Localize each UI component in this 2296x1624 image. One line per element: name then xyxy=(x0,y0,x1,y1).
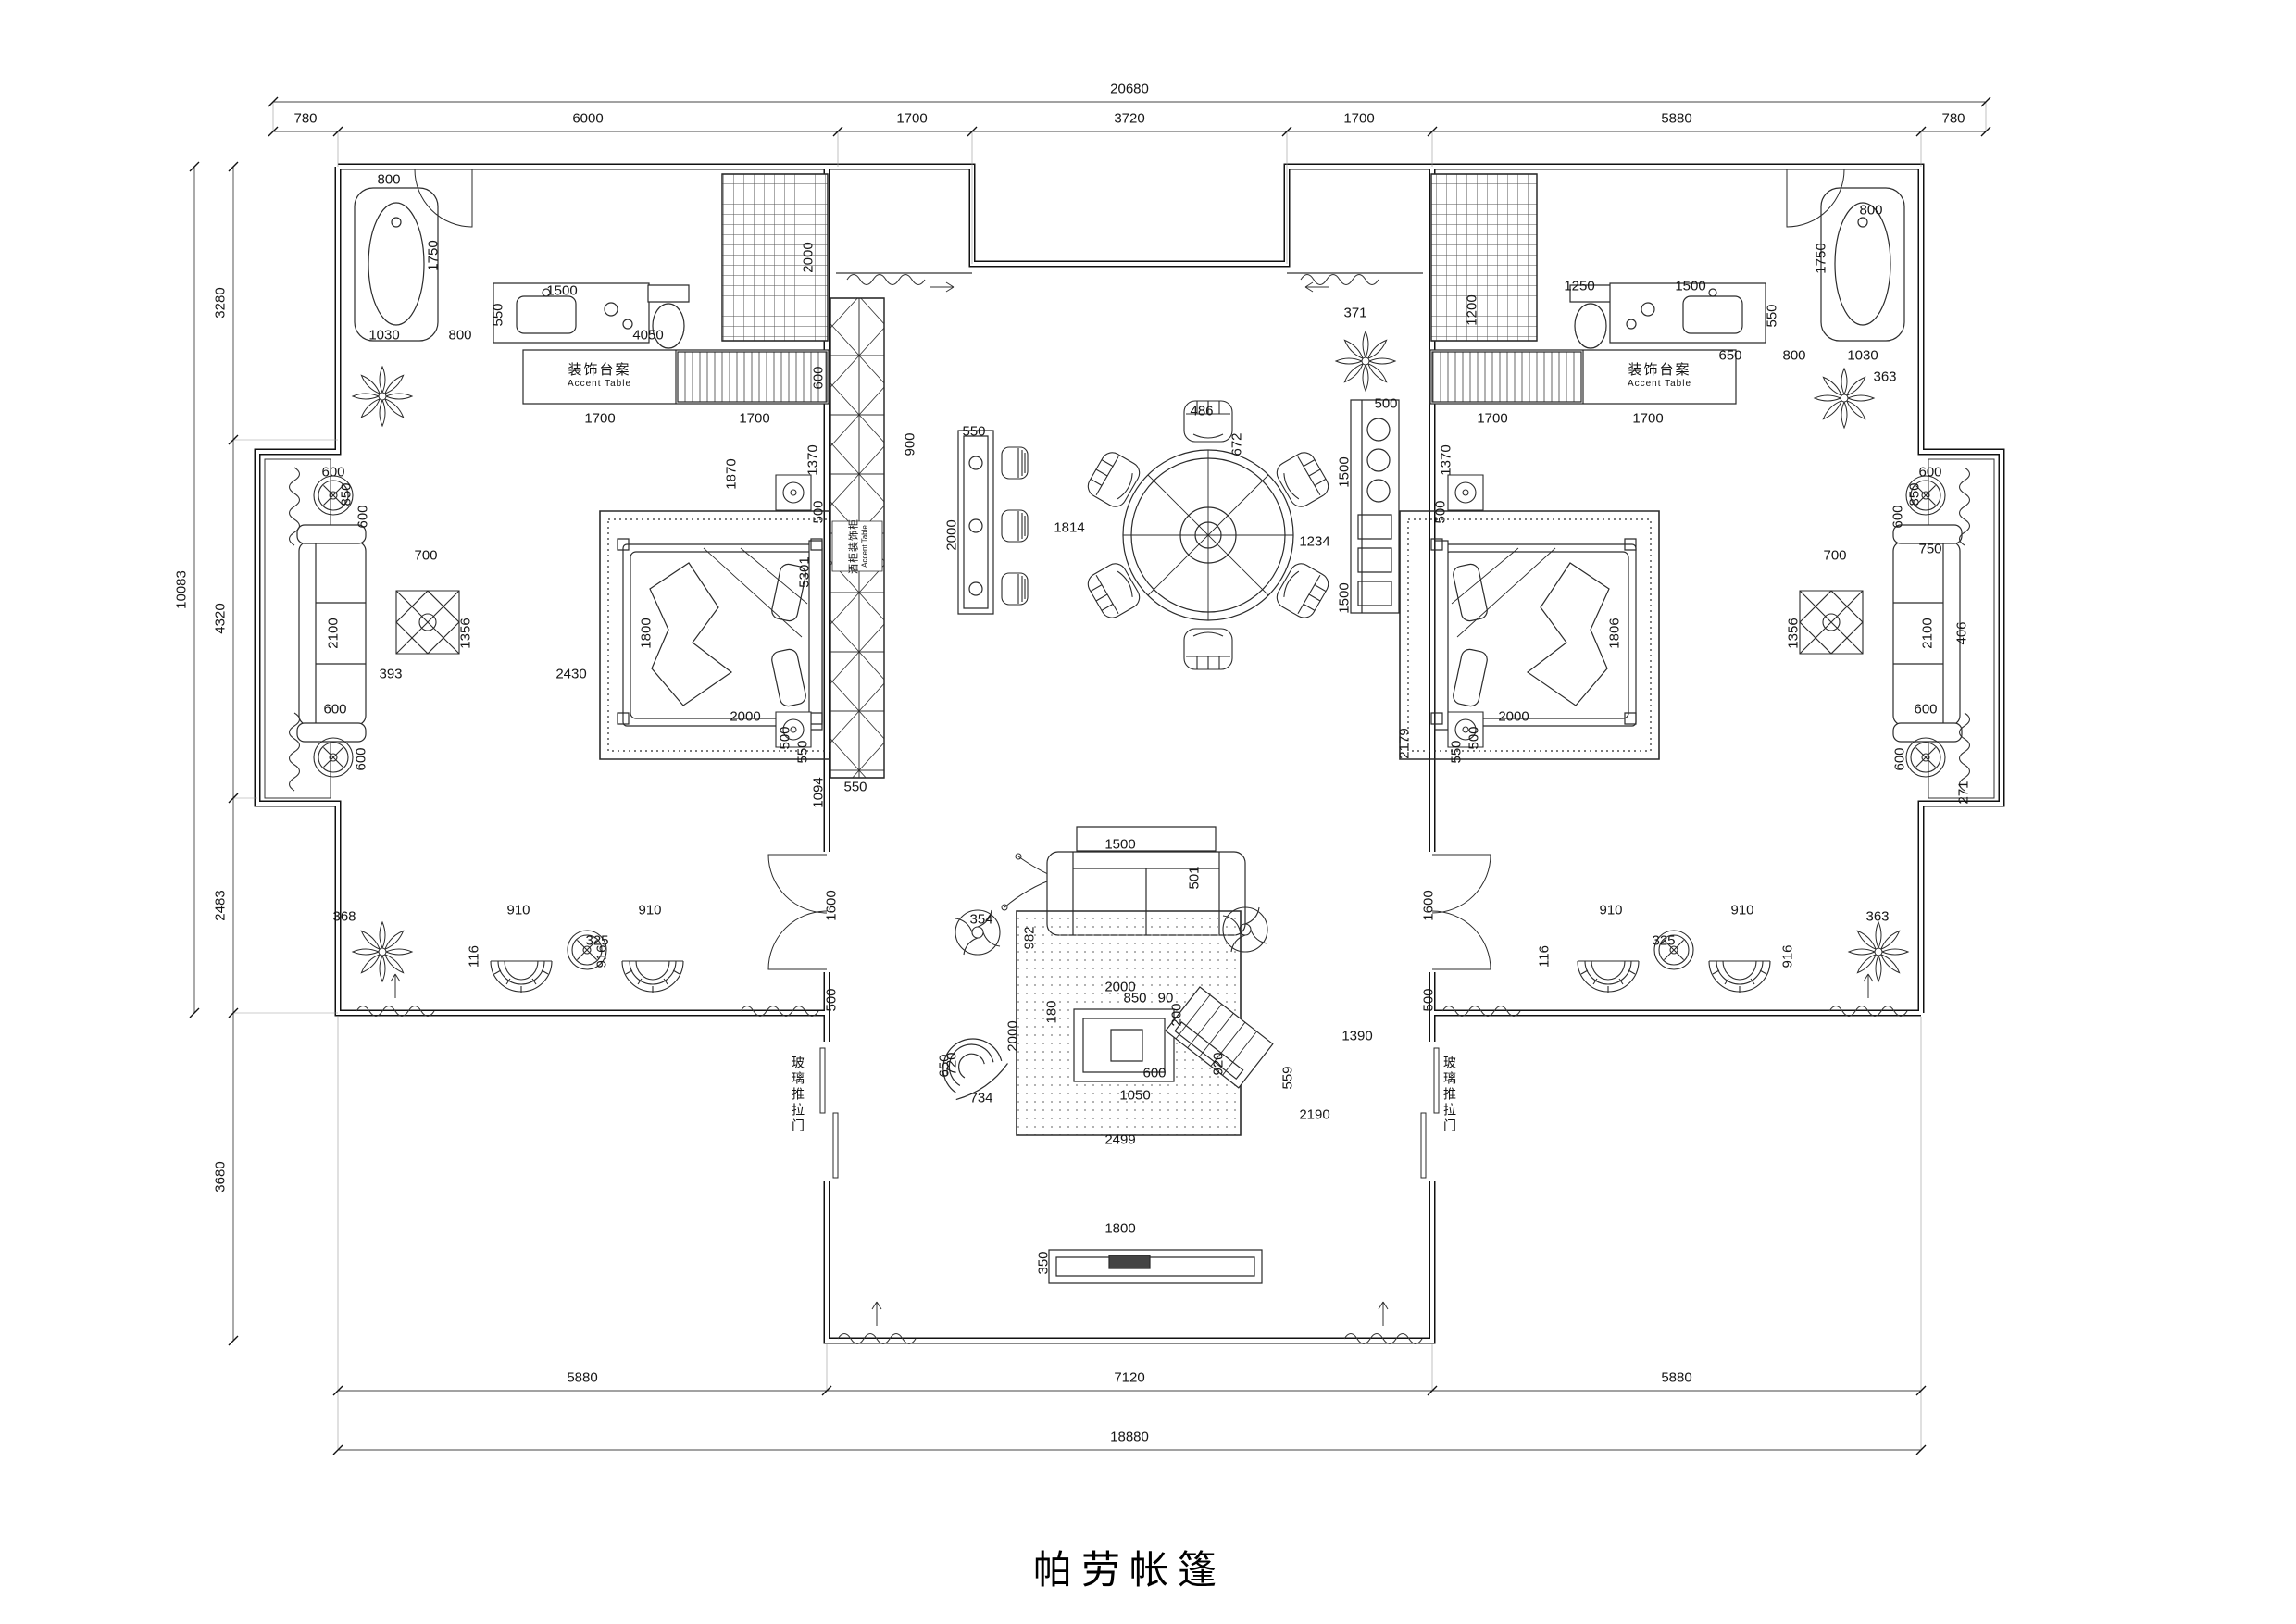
plant-icon xyxy=(1814,368,1875,429)
bed-left xyxy=(618,539,822,730)
dining-chair xyxy=(1183,628,1233,670)
glass-sliding-door-right xyxy=(1421,1048,1439,1178)
plant-icon xyxy=(1335,331,1396,392)
decorative-table xyxy=(1799,590,1864,655)
vanity-right xyxy=(1610,283,1766,343)
lounge-chair xyxy=(930,1026,1011,1104)
terrace-bench xyxy=(1049,1250,1262,1283)
living-area xyxy=(930,827,1273,1283)
bar-chair xyxy=(1001,572,1029,606)
vanity-left xyxy=(493,283,649,343)
right-bedroom xyxy=(1335,331,1962,969)
right-wing-lounge xyxy=(1577,921,1909,994)
sofa-left-bay xyxy=(297,525,366,742)
side-table xyxy=(313,737,354,778)
dining-chair xyxy=(1183,400,1233,443)
accent-table-cabinet-right xyxy=(1430,350,1736,404)
side-table xyxy=(1905,737,1946,778)
bathroom-door-right xyxy=(1787,169,1844,227)
plant-icon xyxy=(352,921,413,982)
nightstand xyxy=(1447,711,1484,748)
left-bathroom xyxy=(352,169,829,427)
dining-table xyxy=(1123,450,1293,620)
nightstand xyxy=(1447,474,1484,511)
shower-right xyxy=(1431,174,1537,341)
bar-console xyxy=(958,431,993,614)
bathroom-door-left xyxy=(415,169,472,227)
bar-chair xyxy=(1001,446,1029,480)
side-table xyxy=(1905,475,1946,516)
curtain-symbols xyxy=(288,273,1971,1345)
console-shelf-right xyxy=(1351,400,1399,613)
shower-left xyxy=(722,174,828,341)
side-table xyxy=(1653,930,1694,970)
bathtub-left xyxy=(355,188,438,341)
right-bathroom xyxy=(1430,169,1904,429)
bedroom-door-left xyxy=(768,855,827,969)
tub-chair xyxy=(621,960,684,994)
decorative-table xyxy=(395,590,460,655)
sofa-console xyxy=(1077,827,1216,851)
side-table xyxy=(313,475,354,516)
tub-chair xyxy=(1708,960,1771,994)
accent-table-cabinet-left xyxy=(523,350,829,404)
wardrobe-strip-left xyxy=(830,298,884,778)
glass-sliding-door-left xyxy=(820,1048,838,1178)
tub-chair xyxy=(1577,960,1640,994)
tv-stand xyxy=(1166,987,1273,1088)
toilet-left xyxy=(648,285,689,348)
coffee-table xyxy=(1074,1009,1174,1081)
tub-chair xyxy=(490,960,553,994)
dining-area xyxy=(958,400,1333,670)
side-table xyxy=(567,930,607,970)
sofa-right-bay xyxy=(1893,525,1962,742)
dimension-lines xyxy=(190,97,1990,1455)
nightstand xyxy=(775,711,812,748)
toilet-right xyxy=(1570,285,1611,348)
bedroom-door-right xyxy=(1432,855,1491,969)
plant-icon xyxy=(1848,921,1909,982)
bathtub-right xyxy=(1821,188,1904,341)
bar-chair xyxy=(1001,509,1029,543)
bed-carpet-right xyxy=(1400,511,1659,759)
plant-icon xyxy=(352,366,413,427)
nightstand xyxy=(775,474,812,511)
floor-lamp-icon xyxy=(955,909,1001,956)
bed-right xyxy=(1431,539,1636,730)
left-bedroom xyxy=(297,298,884,969)
left-wing-lounge xyxy=(352,921,684,994)
